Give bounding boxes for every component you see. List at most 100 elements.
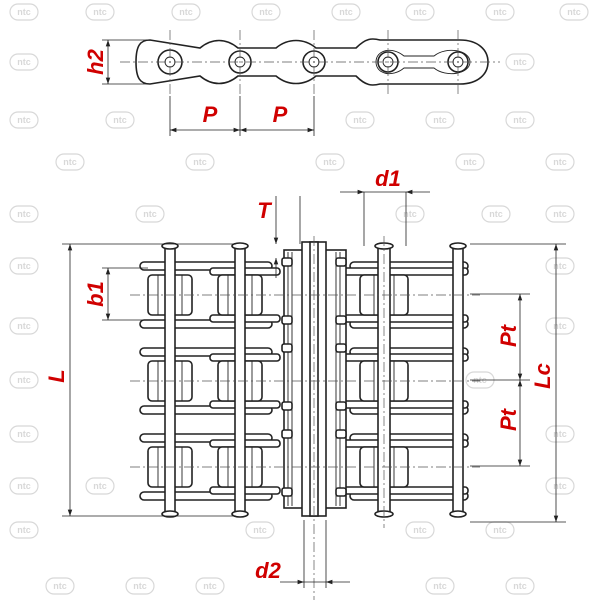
l-dimension — [62, 243, 236, 517]
watermark-logo: ntc — [485, 521, 515, 539]
inner-plate — [335, 400, 469, 409]
watermark-text: ntc — [463, 157, 477, 167]
watermark-text: ntc — [433, 115, 447, 125]
watermark-text: ntc — [17, 481, 31, 491]
lc-dimension — [470, 243, 566, 523]
watermark-logo: ntc — [425, 111, 455, 129]
watermark-layer: ntc ntc ntc ntc ntc ntc ntc ntc ntc ntc ntc ntc ntc n… — [9, 3, 589, 595]
watermark-logo: ntc — [251, 3, 281, 21]
watermark-logo: ntc — [545, 477, 575, 495]
h2-dimension — [102, 39, 148, 85]
inner-plate — [335, 486, 469, 495]
watermark-text: ntc — [553, 209, 567, 219]
watermark-logo: ntc — [9, 3, 39, 21]
triplex-chain-plan-view — [130, 236, 480, 600]
lc-label: Lc — [530, 363, 555, 389]
watermark-text: ntc — [253, 525, 267, 535]
watermark-text: ntc — [17, 429, 31, 439]
watermark-text: ntc — [553, 157, 567, 167]
watermark-text: ntc — [553, 261, 567, 271]
watermark-text: ntc — [113, 115, 127, 125]
pin-head — [449, 242, 467, 250]
d2-dimension — [280, 520, 350, 588]
watermark-logo: ntc — [331, 3, 361, 21]
pin-head — [231, 242, 249, 250]
watermark-logo: ntc — [545, 153, 575, 171]
pt-dimension — [470, 293, 530, 467]
watermark-text: ntc — [17, 375, 31, 385]
watermark-logo: ntc — [9, 205, 39, 223]
watermark-logo: ntc — [105, 111, 135, 129]
t-label: T — [257, 198, 272, 223]
h2-label: h2 — [83, 48, 108, 74]
d2-label: d2 — [255, 558, 281, 583]
watermark-logo: ntc — [559, 3, 589, 21]
watermark-text: ntc — [17, 209, 31, 219]
watermark-text: ntc — [323, 157, 337, 167]
watermark-logo: ntc — [185, 153, 215, 171]
watermark-logo: ntc — [425, 577, 455, 595]
watermark-logo: ntc — [55, 153, 85, 171]
watermark-logo: ntc — [195, 577, 225, 595]
watermark-text: ntc — [339, 7, 353, 17]
watermark-text: ntc — [513, 57, 527, 67]
pt-label-1: Pt — [496, 323, 521, 347]
watermark-logo: ntc — [245, 521, 275, 539]
watermark-logo: ntc — [9, 257, 39, 275]
watermark-text: ntc — [413, 7, 427, 17]
watermark-logo: ntc — [545, 205, 575, 223]
watermark-logo: ntc — [405, 521, 435, 539]
watermark-text: ntc — [17, 7, 31, 17]
pitch-label-1: P — [203, 102, 218, 127]
pin-head — [449, 510, 467, 518]
pin-head — [161, 242, 179, 250]
watermark-text: ntc — [63, 157, 77, 167]
watermark-text: ntc — [353, 115, 367, 125]
pitch-label-2: P — [273, 102, 288, 127]
watermark-text: ntc — [93, 7, 107, 17]
watermark-text: ntc — [17, 525, 31, 535]
watermark-logo: ntc — [85, 3, 115, 21]
watermark-logo: ntc — [505, 111, 535, 129]
watermark-text: ntc — [403, 209, 417, 219]
watermark-logo: ntc — [171, 3, 201, 21]
watermark-logo: ntc — [395, 205, 425, 223]
watermark-logo: ntc — [9, 111, 39, 129]
inner-plate — [335, 267, 469, 276]
watermark-logo: ntc — [455, 153, 485, 171]
watermark-text: ntc — [17, 261, 31, 271]
watermark-logo: ntc — [315, 153, 345, 171]
watermark-text: ntc — [567, 7, 581, 17]
watermark-text: ntc — [203, 581, 217, 591]
t-dimension — [273, 196, 301, 278]
watermark-text: ntc — [413, 525, 427, 535]
watermark-text: ntc — [553, 429, 567, 439]
watermark-logo: ntc — [545, 257, 575, 275]
watermark-logo: ntc — [345, 111, 375, 129]
watermark-logo: ntc — [545, 425, 575, 443]
watermark-logo: ntc — [9, 477, 39, 495]
watermark-text: ntc — [513, 115, 527, 125]
watermark-text: ntc — [179, 7, 193, 17]
watermark-text: ntc — [433, 581, 447, 591]
inner-plate — [335, 353, 469, 362]
watermark-logo: ntc — [9, 53, 39, 71]
watermark-logo: ntc — [135, 205, 165, 223]
pin — [234, 243, 246, 517]
watermark-text: ntc — [143, 209, 157, 219]
inner-plate — [335, 439, 469, 448]
watermark-text: ntc — [553, 321, 567, 331]
d1-label: d1 — [375, 166, 401, 191]
watermark-logo: ntc — [9, 521, 39, 539]
watermark-text: ntc — [53, 581, 67, 591]
l-label: L — [44, 369, 69, 382]
pin-head — [161, 510, 179, 518]
pin — [452, 243, 464, 517]
watermark-logo: ntc — [9, 371, 39, 389]
watermark-logo: ntc — [505, 577, 535, 595]
d1-dimension — [340, 189, 430, 246]
watermark-text: ntc — [493, 525, 507, 535]
watermark-text: ntc — [133, 581, 147, 591]
watermark-text: ntc — [93, 481, 107, 491]
watermark-text: ntc — [259, 7, 273, 17]
